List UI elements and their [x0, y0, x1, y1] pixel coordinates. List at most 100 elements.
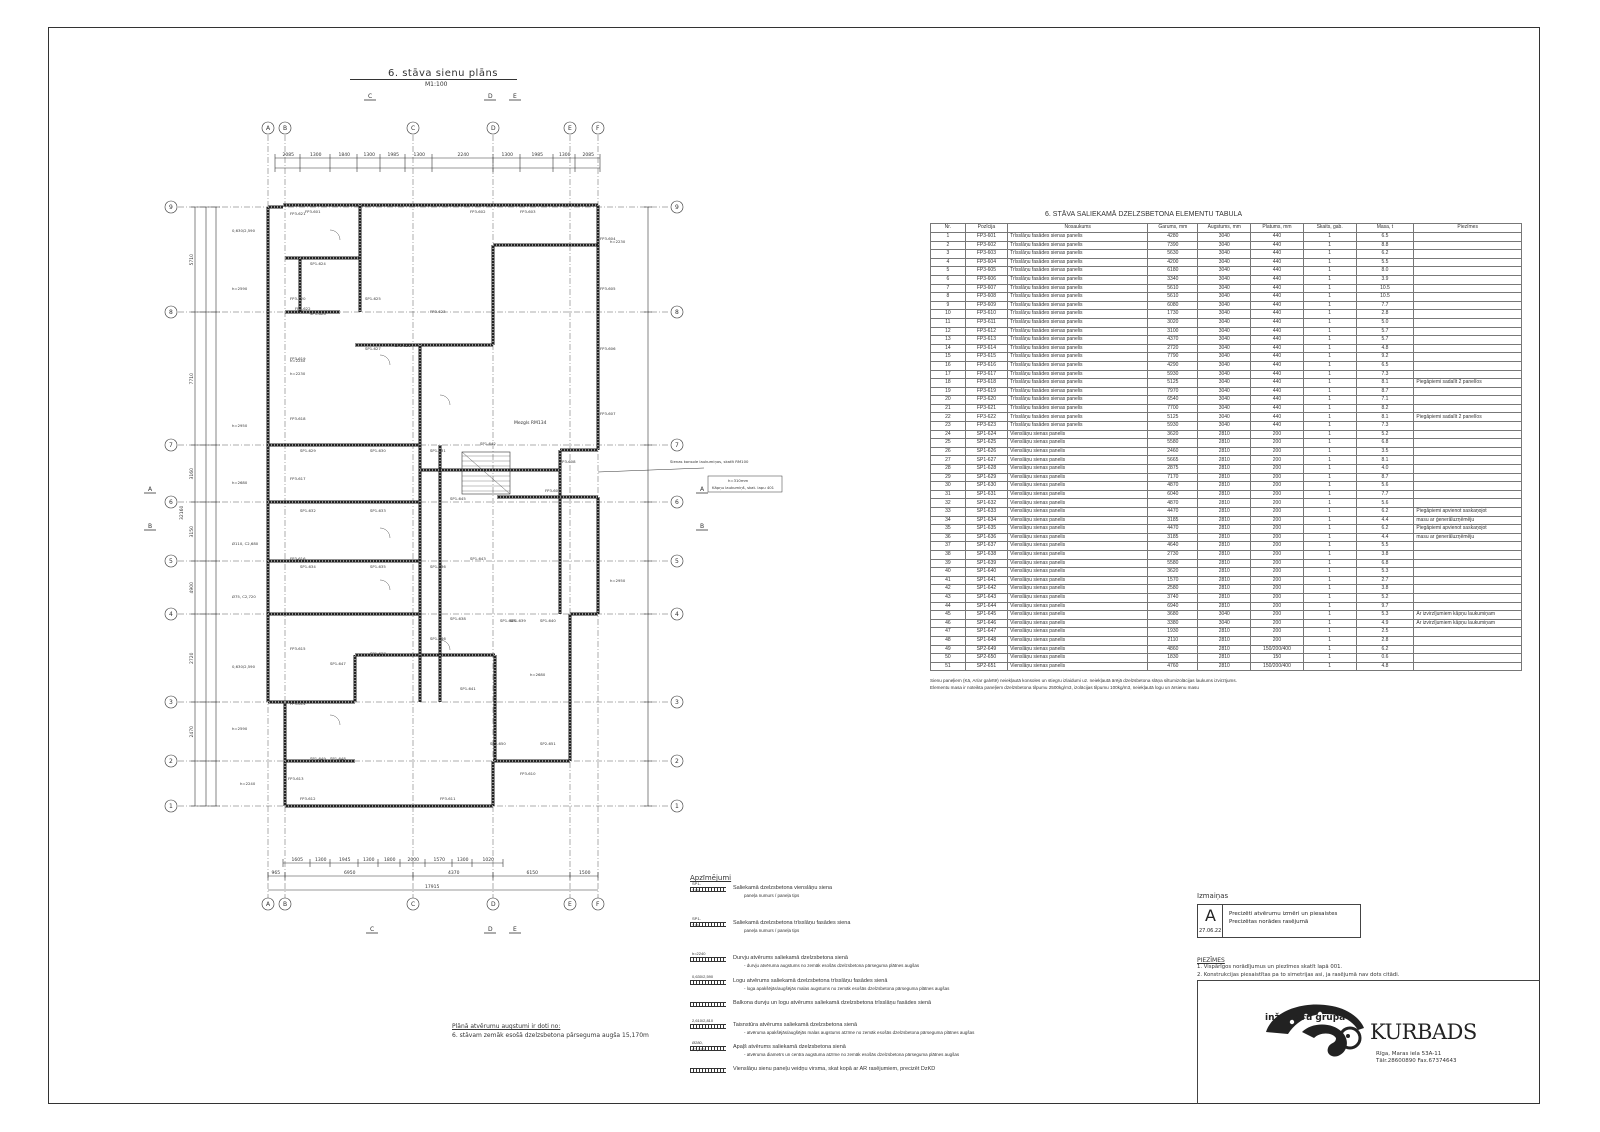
table-cell: 1	[930, 232, 966, 242]
section-label: D	[488, 93, 493, 100]
changes-box: A 27.06.22 Precizēti atvērumu izmēri un …	[1197, 904, 1361, 938]
table-cell: Trīsslāņu fasādes sienas panelis	[1007, 335, 1149, 345]
panel-tag: SP1-632	[300, 508, 316, 513]
table-cell: 1	[1302, 300, 1357, 311]
table-cell: Vienslāņu sienas panelis	[1007, 446, 1149, 457]
table-cell: 200	[1250, 524, 1304, 534]
dimension-value: 1500	[579, 870, 591, 876]
table-cell: 6.2	[1355, 507, 1415, 517]
table-cell: 440	[1250, 266, 1304, 276]
table-cell: 3740	[1147, 592, 1199, 603]
table-cell: 1	[1302, 541, 1357, 551]
table-cell: 3040	[1197, 386, 1252, 397]
table-cell: Vienslāņu sienas panelis	[1007, 584, 1149, 594]
table-cell: Trīsslāņu fasādes sienas panelis	[1007, 292, 1149, 302]
table-cell: 16	[930, 360, 966, 371]
axis-bubble	[406, 121, 420, 135]
table-cell: SP1-632	[964, 498, 1009, 508]
table-cell: 6.5	[1355, 360, 1415, 371]
dimension-value: 6950	[344, 870, 356, 876]
table-cell	[1413, 292, 1522, 302]
table-cell	[1413, 429, 1522, 440]
panel-tag: FP3-604	[600, 236, 616, 241]
revision-line: Precizēti atvērumu izmēri un piesaistes	[1229, 911, 1338, 917]
table-cell: FP3-604	[964, 257, 1009, 268]
table-cell: 3040	[1197, 317, 1252, 328]
table-cell: 6.2	[1355, 524, 1415, 534]
table-cell: 6.8	[1355, 558, 1415, 569]
table-cell: masu ar ģenerāluzņēmēju	[1413, 515, 1522, 526]
table-header-cell: Skaits, gab.	[1302, 223, 1357, 233]
note-line: Plānā atvērumu augstumi ir doti no:	[452, 1023, 561, 1030]
table-cell: 440	[1250, 343, 1304, 354]
table-cell: FP3-618	[964, 378, 1009, 388]
table-cell: 3620	[1147, 567, 1199, 577]
axis-bubble	[164, 438, 178, 452]
revision-date: 27.06.22	[1199, 928, 1222, 934]
table-cell: 2810	[1197, 464, 1252, 474]
table-cell: 3185	[1147, 532, 1199, 543]
table-cell: 2810	[1197, 661, 1252, 672]
table-cell: FP3-603	[964, 249, 1009, 259]
table-cell: 440	[1250, 326, 1304, 337]
opening-note: h=2950	[232, 423, 248, 428]
table-cell: 1	[1302, 567, 1357, 577]
table-cell: 4200	[1147, 257, 1199, 268]
kurbads-logo-icon	[1266, 1004, 1364, 1057]
table-cell: FP3-620	[964, 395, 1009, 405]
table-cell: 2810	[1197, 455, 1252, 466]
table-cell: 200	[1250, 438, 1304, 448]
table-cell: 2810	[1197, 592, 1252, 603]
table-cell: Vienslāņu sienas panelis	[1007, 575, 1149, 586]
table-cell: 26	[930, 446, 966, 457]
table-cell: 3040	[1197, 343, 1252, 354]
table-cell: 5125	[1147, 378, 1199, 388]
table-cell: 2810	[1197, 627, 1252, 637]
table-cell: Vienslāņu sienas panelis	[1007, 601, 1149, 612]
table-cell: 42	[930, 584, 966, 594]
table-cell: SP1-628	[964, 464, 1009, 474]
table-cell: 200	[1250, 635, 1304, 646]
table-cell: 1	[1302, 627, 1357, 637]
table-cell: 3040	[1197, 326, 1252, 337]
table-cell: 3040	[1197, 292, 1252, 302]
axis-label: C	[411, 125, 415, 132]
table-cell: 4.8	[1355, 343, 1415, 354]
height-reference-note: Plānā atvērumu augstumi ir doti no: 6. s…	[452, 1022, 649, 1040]
note-item: 1. Vispārīgos norādījumus un piezīmes sk…	[1197, 964, 1343, 970]
legend-symbol	[690, 980, 726, 985]
panel-tag: SP1-645	[450, 496, 466, 501]
table-cell: Vienslāņu sienas panelis	[1007, 524, 1149, 534]
table-cell: 48	[930, 635, 966, 646]
table-cell: 4.0	[1355, 464, 1415, 474]
panel-tag: FP3-608	[560, 459, 576, 464]
table-cell: 37	[930, 541, 966, 551]
table-cell: 1570	[1147, 575, 1199, 586]
table-cell: 41	[930, 575, 966, 586]
table-cell: 1	[1302, 592, 1357, 603]
table-cell: Trīsslāņu fasādes sienas panelis	[1007, 283, 1149, 294]
table-cell: 2810	[1197, 472, 1252, 483]
table-cell: FP3-614	[964, 343, 1009, 354]
dimension-value: 5710	[189, 254, 195, 266]
table-cell: 5.3	[1355, 610, 1415, 620]
panel-tag: SP1-640	[540, 618, 556, 623]
panel-tag: SP1-628	[395, 343, 411, 348]
table-cell: 1	[1302, 661, 1357, 672]
table-cell: 1	[1302, 257, 1357, 268]
table-cell: 440	[1250, 292, 1304, 302]
table-cell: SP1-625	[964, 438, 1009, 448]
panel-tag: FP3-605	[600, 286, 616, 291]
table-cell: Trīsslāņu fasādes sienas panelis	[1007, 317, 1149, 328]
table-cell: Trīsslāņu fasādes sienas panelis	[1007, 249, 1149, 259]
table-cell: 4	[930, 257, 966, 268]
table-cell: 5125	[1147, 412, 1199, 423]
table-cell: 4640	[1147, 541, 1199, 551]
table-cell: FP3-613	[964, 335, 1009, 345]
table-cell: 3.5	[1355, 446, 1415, 457]
section-label: E	[513, 93, 517, 100]
